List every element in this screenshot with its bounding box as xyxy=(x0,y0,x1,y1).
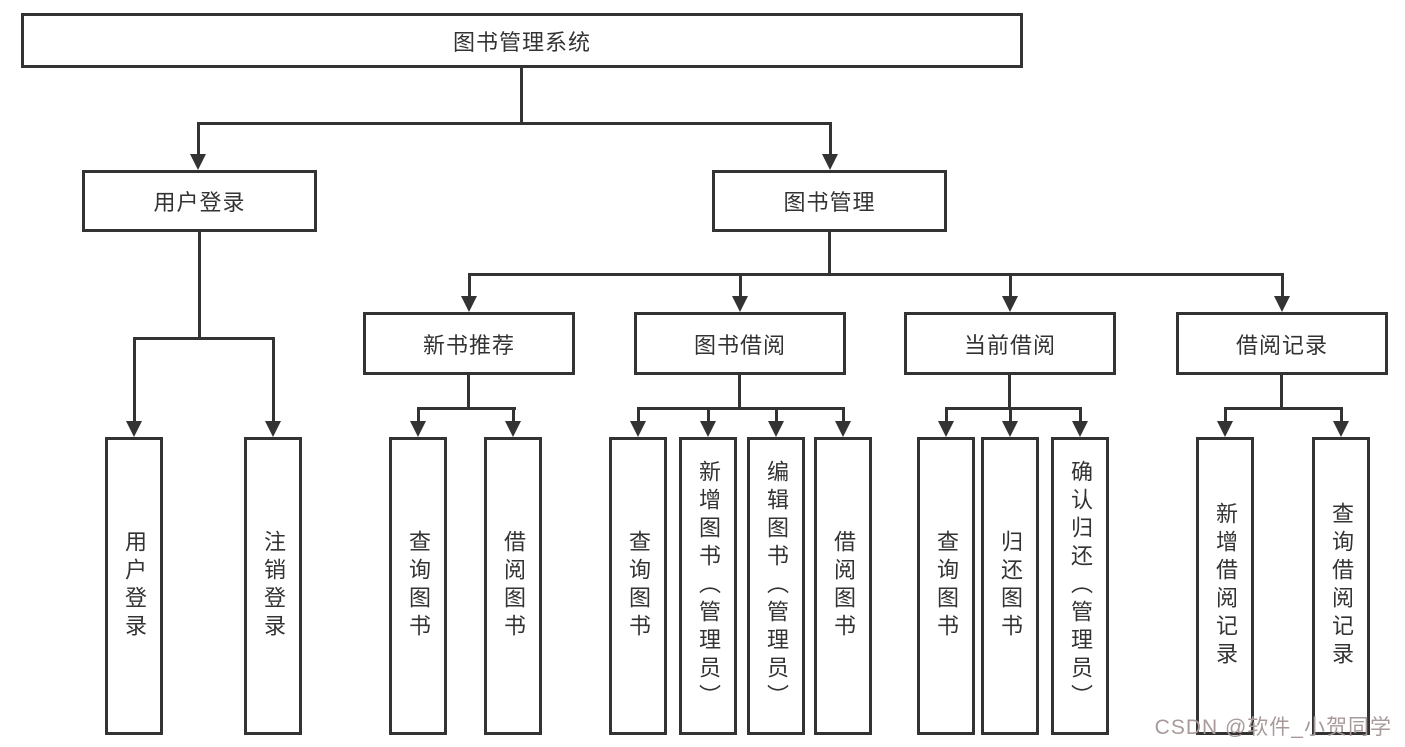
arrow-to-leaf xyxy=(768,407,784,437)
arrow-to-leaf xyxy=(410,407,426,437)
arrow-to-leaf xyxy=(938,407,954,437)
node-library-management-system: 图书管理系统 xyxy=(21,13,1023,68)
arrow-to-book-borrowing xyxy=(732,273,748,312)
arrow-to-leaf xyxy=(835,407,851,437)
leaf-borrow-books-borrowing: 借阅图书 xyxy=(814,437,872,735)
leaf-confirm-return-admin: 确认归还（管理员） xyxy=(1051,437,1109,735)
connector-new-book-recommend-branch xyxy=(417,407,516,410)
connector-book-management-branch xyxy=(468,273,1284,276)
arrow-to-leaf xyxy=(1072,407,1088,437)
connector-book-borrowing-branch xyxy=(637,407,845,410)
leaf-query-books-borrowing: 查询图书 xyxy=(609,437,667,735)
node-user-login: 用户登录 xyxy=(82,170,317,232)
leaf-add-borrow-record: 新增借阅记录 xyxy=(1196,437,1254,735)
arrow-to-leaf xyxy=(1217,407,1233,437)
node-label: 当前借阅 xyxy=(963,332,1056,358)
node-label: 图书管理 xyxy=(783,190,876,215)
arrow-to-book-management xyxy=(822,122,838,170)
connector-book-management-stem xyxy=(828,232,831,273)
leaf-query-books-recommend: 查询图书 xyxy=(389,437,447,735)
connector-user-login-stem xyxy=(198,232,201,337)
arrow-to-current-borrowing xyxy=(1002,273,1018,312)
arrow-to-leaf-logout xyxy=(265,337,281,437)
leaf-query-borrow-record: 查询借阅记录 xyxy=(1312,437,1370,735)
node-book-borrowing: 图书借阅 xyxy=(634,312,846,375)
leaf-add-books-admin: 新增图书（管理员） xyxy=(679,437,737,735)
node-label: 新书推荐 xyxy=(422,332,515,358)
leaf-return-books: 归还图书 xyxy=(981,437,1039,735)
leaf-label: 借阅图书 xyxy=(501,530,526,642)
watermark-text: CSDN @软件_小贺同学 xyxy=(1154,716,1392,739)
leaf-label: 借阅图书 xyxy=(831,530,856,642)
leaf-label: 编辑图书（管理员） xyxy=(764,460,789,712)
leaf-label: 新增借阅记录 xyxy=(1213,502,1238,670)
arrow-to-user-login xyxy=(190,122,206,170)
arrow-to-leaf xyxy=(700,407,716,437)
leaf-borrow-books-recommend: 借阅图书 xyxy=(484,437,542,735)
connector-root-branch xyxy=(197,122,832,125)
leaf-query-books-current: 查询图书 xyxy=(917,437,975,735)
node-borrowing-records: 借阅记录 xyxy=(1176,312,1388,375)
arrow-to-new-book-recommend xyxy=(461,273,477,312)
leaf-label: 确认归还（管理员） xyxy=(1068,460,1093,712)
arrow-to-leaf-user-login xyxy=(126,337,142,437)
arrow-to-borrowing-records xyxy=(1274,273,1290,312)
leaf-label: 查询图书 xyxy=(406,530,431,642)
leaf-label: 新增图书（管理员） xyxy=(696,460,721,712)
connector-current-borrowing-branch xyxy=(945,407,1082,410)
leaf-label: 查询借阅记录 xyxy=(1329,502,1354,670)
connector-book-borrowing-stem xyxy=(738,375,741,407)
connector-borrowing-records-branch xyxy=(1224,407,1343,410)
leaf-label: 归还图书 xyxy=(998,530,1023,642)
node-current-borrowing: 当前借阅 xyxy=(904,312,1116,375)
arrow-to-leaf xyxy=(1333,407,1349,437)
connector-new-book-recommend-stem xyxy=(467,375,470,407)
connector-borrowing-records-stem xyxy=(1280,375,1283,407)
leaf-label: 查询图书 xyxy=(626,530,651,642)
arrow-to-leaf xyxy=(630,407,646,437)
node-book-management: 图书管理 xyxy=(712,170,947,232)
node-new-book-recommend: 新书推荐 xyxy=(363,312,575,375)
leaf-label: 注销登录 xyxy=(261,530,286,642)
leaf-logout: 注销登录 xyxy=(244,437,302,735)
node-label: 图书管理系统 xyxy=(452,29,591,55)
connector-current-borrowing-stem xyxy=(1008,375,1011,407)
connector-user-login-branch xyxy=(133,337,275,340)
node-label: 图书借阅 xyxy=(693,332,786,358)
leaf-edit-books-admin: 编辑图书（管理员） xyxy=(747,437,805,735)
leaf-label: 用户登录 xyxy=(122,530,147,642)
node-label: 借阅记录 xyxy=(1235,332,1328,358)
arrow-to-leaf xyxy=(505,407,521,437)
leaf-user-login: 用户登录 xyxy=(105,437,163,735)
arrow-to-leaf xyxy=(1002,407,1018,437)
leaf-label: 查询图书 xyxy=(934,530,959,642)
connector-root-stem xyxy=(520,68,523,122)
node-label: 用户登录 xyxy=(153,190,246,215)
